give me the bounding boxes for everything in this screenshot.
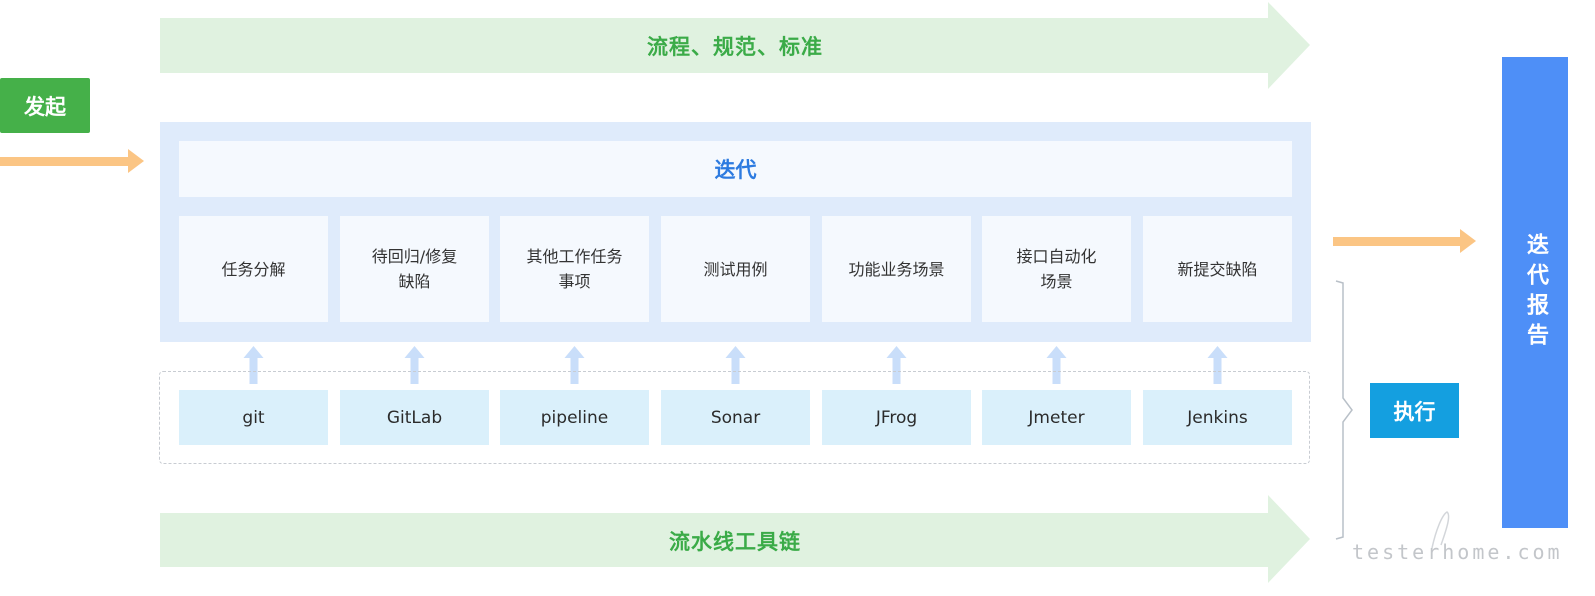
execute-bracket bbox=[1335, 280, 1353, 540]
task-label: 待回归/修复 缺陷 bbox=[371, 247, 458, 291]
task-card: 接口自动化 场景 bbox=[982, 216, 1131, 322]
up-arrow bbox=[1207, 346, 1228, 384]
task-card: 待回归/修复 缺陷 bbox=[340, 216, 489, 322]
execute-node: 执行 bbox=[1370, 383, 1459, 438]
task-card: 功能业务场景 bbox=[822, 216, 971, 322]
report-label: 迭代报告 bbox=[1523, 232, 1548, 353]
task-label: 其他工作任务 事项 bbox=[526, 247, 623, 291]
up-arrow bbox=[1046, 346, 1067, 384]
up-arrow bbox=[564, 346, 585, 384]
watermark-flourish bbox=[1431, 511, 1450, 549]
task-card: 其他工作任务 事项 bbox=[500, 216, 649, 322]
iteration-title: 迭代 bbox=[179, 141, 1292, 197]
tool-card-sonar: Sonar bbox=[661, 390, 810, 445]
tool-card-jenkins: Jenkins bbox=[1143, 390, 1292, 445]
input-flow-arrow bbox=[0, 149, 144, 173]
bottom-banner-arrow bbox=[160, 495, 1310, 583]
top-banner-label: 流程、规范、标准 bbox=[647, 35, 823, 59]
tool-card-pipeline: pipeline bbox=[500, 390, 649, 445]
up-arrow bbox=[243, 346, 264, 384]
watermark: testerhome.com bbox=[1352, 540, 1563, 564]
tool-card-git: git bbox=[179, 390, 328, 445]
task-card: 新提交缺陷 bbox=[1143, 216, 1292, 322]
task-card: 任务分解 bbox=[179, 216, 328, 322]
task-label: 任务分解 bbox=[221, 259, 286, 279]
up-arrow bbox=[886, 346, 907, 384]
tool-card-jmeter: Jmeter bbox=[982, 390, 1131, 445]
task-label: 接口自动化 场景 bbox=[1016, 247, 1097, 291]
task-label: 功能业务场景 bbox=[848, 259, 945, 279]
toolchain-frame bbox=[159, 371, 1310, 464]
bottom-banner-label: 流水线工具链 bbox=[669, 530, 801, 554]
up-arrow bbox=[404, 346, 425, 384]
start-node: 发起 bbox=[0, 78, 90, 133]
output-flow-arrow bbox=[1333, 229, 1476, 253]
task-card: 测试用例 bbox=[661, 216, 810, 322]
task-label: 测试用例 bbox=[703, 259, 768, 279]
tool-card-jfrog: JFrog bbox=[822, 390, 971, 445]
task-label: 新提交缺陷 bbox=[1177, 259, 1258, 279]
tool-card-gitlab: GitLab bbox=[340, 390, 489, 445]
top-banner-arrow bbox=[160, 2, 1310, 89]
up-arrow bbox=[725, 346, 746, 384]
report-node: 迭代报告 bbox=[1502, 57, 1568, 528]
